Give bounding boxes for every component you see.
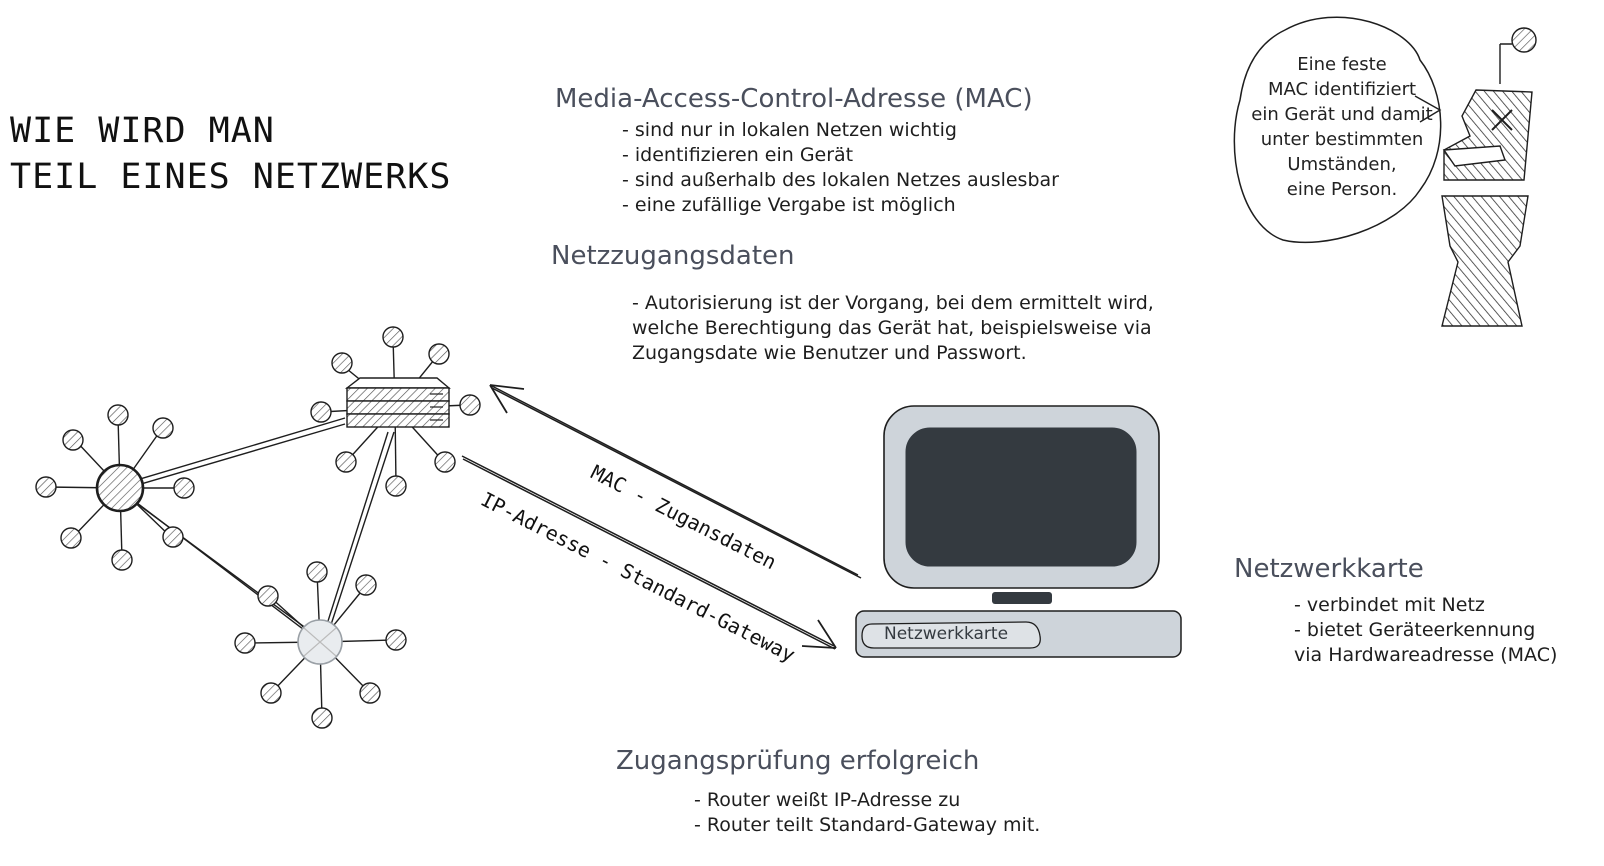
endpoint-node xyxy=(355,574,377,596)
router-node xyxy=(310,326,481,497)
result-bullet: - Router teilt Standard-Gateway mit. xyxy=(694,814,1041,836)
speech-bubble xyxy=(1233,16,1442,244)
computer-icon xyxy=(855,405,1182,658)
speech-line: eine Person. xyxy=(1286,179,1398,200)
hub-node-2 xyxy=(234,561,407,729)
access-text: - Autorisierung ist der Vorgang, bei dem… xyxy=(632,291,1154,366)
nic-label: Netzwerkkarte xyxy=(884,624,1009,644)
speech-line: unter bestimmten xyxy=(1260,129,1424,150)
endpoint-node xyxy=(60,527,82,549)
speech-line: ein Gerät und damit xyxy=(1251,104,1433,125)
speech-line: MAC identifiziert xyxy=(1267,79,1417,100)
endpoint-node xyxy=(162,526,184,548)
endpoint-node xyxy=(111,549,133,571)
endpoint-node xyxy=(359,682,381,704)
endpoint-node xyxy=(385,475,407,497)
endpoint-node xyxy=(257,585,279,607)
link-router-hub2 xyxy=(321,431,389,641)
network-links xyxy=(119,417,395,643)
monitor-screen xyxy=(905,427,1137,567)
link-hub1-router xyxy=(119,417,346,486)
access-heading: Netzzugangsdaten xyxy=(551,241,795,271)
endpoint-node xyxy=(173,477,195,499)
endpoint-node xyxy=(335,451,357,473)
endpoint-node xyxy=(428,343,450,365)
endpoint-node xyxy=(331,352,353,374)
endpoint-node xyxy=(62,429,84,451)
endpoint-node xyxy=(107,404,129,426)
access-line: Zugangsdate wie Benutzer und Passwort. xyxy=(632,342,1027,364)
endpoint-node xyxy=(310,401,332,423)
nic-heading: Netzwerkkarte xyxy=(1234,554,1424,584)
hub-core xyxy=(95,463,145,513)
nic-slot xyxy=(861,621,1041,649)
result-bullet: - Router weißt IP-Adresse zu xyxy=(694,789,961,811)
result-bullets: - Router weißt IP-Adresse zu - Router te… xyxy=(694,788,1040,838)
hub-node-1 xyxy=(35,404,195,571)
endpoint-node xyxy=(152,417,174,439)
endpoint-node xyxy=(234,632,256,654)
nic-bullet: - verbindet mit Netz xyxy=(1294,594,1485,616)
title-line-2: TEIL EINES NETZWERKS xyxy=(10,157,452,197)
nic-bullet: via Hardwareadresse (MAC) xyxy=(1294,644,1558,666)
nic-bullets: - verbindet mit Netz - bietet Geräteerke… xyxy=(1294,593,1557,668)
title-line-1: WIE WIRD MAN xyxy=(10,111,275,151)
endpoint-node xyxy=(434,451,456,473)
router-icon xyxy=(344,377,451,428)
mac-bullet: - sind außerhalb des lokalen Netzes ausl… xyxy=(622,169,1059,191)
endpoint-node xyxy=(382,326,404,348)
access-line: - Autorisierung ist der Vorgang, bei dem… xyxy=(632,292,1154,314)
nic-bullet: - bietet Geräteerkennung xyxy=(1294,619,1536,641)
speech-line: Umständen, xyxy=(1287,154,1397,175)
person-head xyxy=(1511,27,1537,53)
endpoint-node xyxy=(260,682,282,704)
monitor-stand xyxy=(992,592,1052,604)
speech-bubble-text: Eine feste MAC identifiziert ein Gerät u… xyxy=(1242,52,1442,202)
mac-bullet: - eine zufällige Vergabe ist möglich xyxy=(622,194,956,216)
endpoint-node xyxy=(306,561,328,583)
arrow-mac-credentials xyxy=(489,384,862,579)
result-heading: Zugangsprüfung erfolgreich xyxy=(616,746,980,776)
endpoint-node xyxy=(459,394,481,416)
person-figure xyxy=(1441,27,1537,327)
mac-bullets: - sind nur in lokalen Netzen wichtig - i… xyxy=(622,118,1059,218)
mac-heading: Media-Access-Control-Adresse (MAC) xyxy=(555,84,1033,114)
arrow-ip-gateway xyxy=(461,455,837,650)
speech-line: Eine feste xyxy=(1297,54,1387,75)
mac-bullet: - sind nur in lokalen Netzen wichtig xyxy=(622,119,957,141)
access-line: welche Berechtigung das Gerät hat, beisp… xyxy=(632,317,1152,339)
page-title: WIE WIRD MAN TEIL EINES NETZWERKS xyxy=(10,108,451,200)
endpoint-node xyxy=(385,629,407,651)
endpoint-node xyxy=(311,707,333,729)
endpoint-node xyxy=(35,476,57,498)
mac-bullet: - identifizieren ein Gerät xyxy=(622,144,854,166)
